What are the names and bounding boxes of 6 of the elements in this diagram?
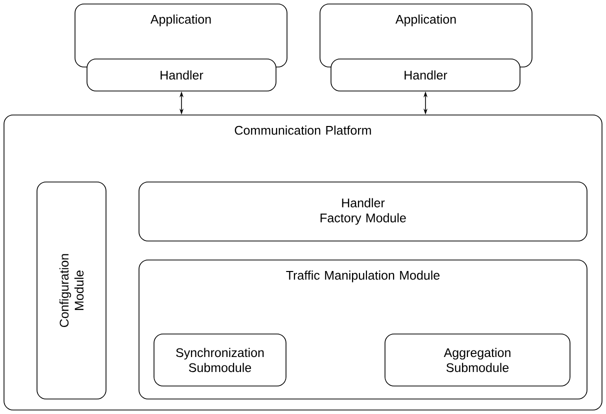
handler-box: Handler bbox=[330, 58, 520, 92]
handler-box: Handler bbox=[86, 58, 276, 92]
submodule-box: Synchronization Submodule bbox=[154, 334, 286, 386]
submodule-box: Aggregation Submodule bbox=[384, 334, 570, 386]
module-box: Handler Factory Module bbox=[138, 182, 588, 242]
module-box: Configuration Module bbox=[36, 182, 106, 400]
